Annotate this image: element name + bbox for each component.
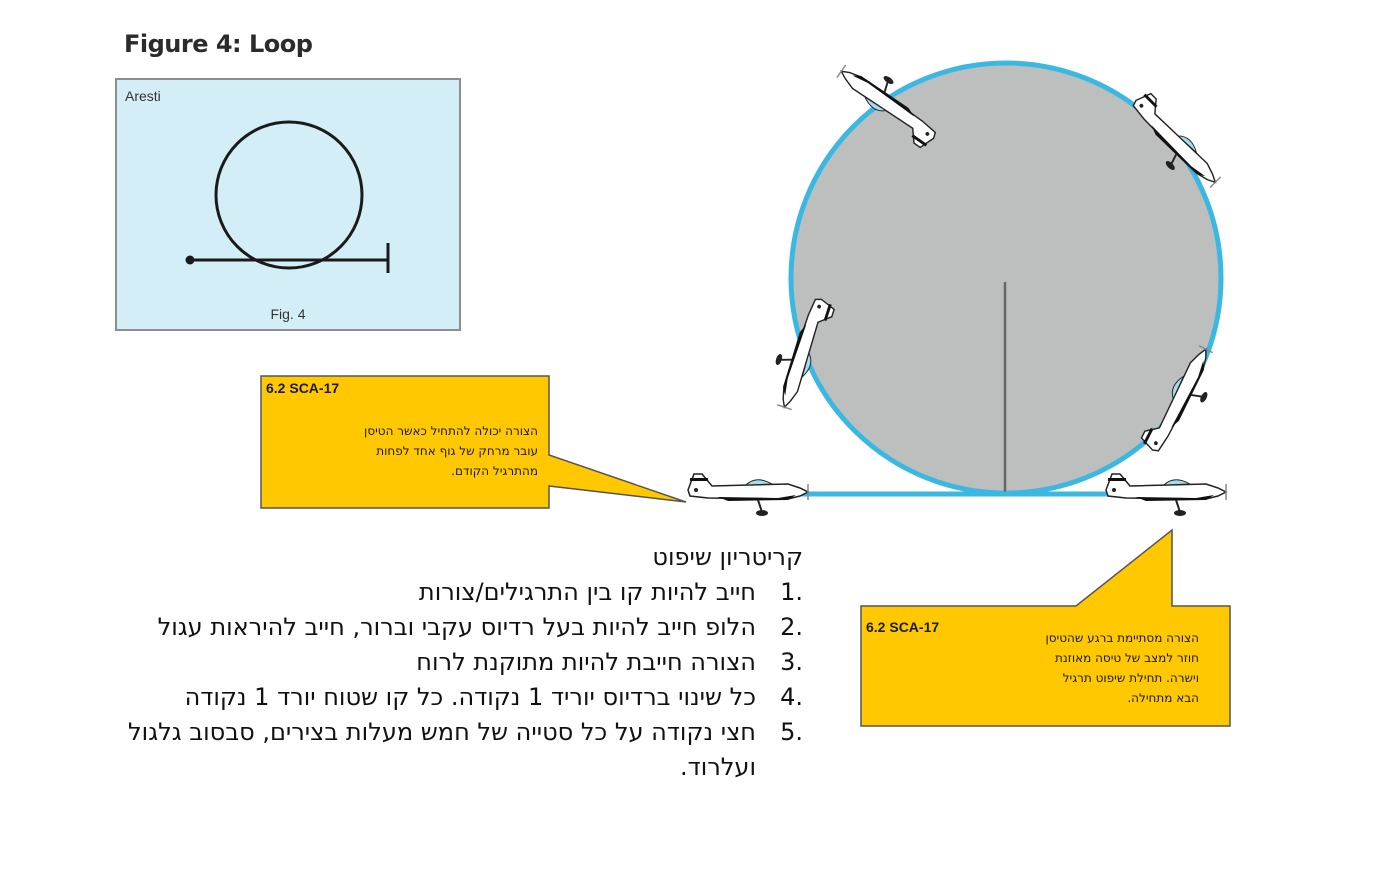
list-item-text: הלופ חייב להיות בעל רדיוס עקבי וברור, חי… [157,613,756,641]
list-item-text: חייב להיות קו בין התרגילים/צורות [418,578,756,606]
list-item-text: הצורה חייבת להיות מתוקנת לרוח [416,648,756,676]
list-item: 5. חצי נקודה על כל סטייה של חמש מעלות בצ… [120,715,803,785]
criteria-heading: קריטריון שיפוט [652,543,803,571]
callout-end-heading: 6.2 SCA-17 [866,619,940,635]
aresti-loop-circle [214,120,364,270]
list-item-number: 2. [780,613,803,641]
callout-end-line: הצורה מסתיימת ברגע שהטיסן [1045,631,1199,645]
list-item-number: 4. [780,683,803,711]
callout-start-line: עובר מרחק של גוף אחד לפחות [376,444,538,458]
list-item: 4. כל שינוי ברדיוס יוריד 1 נקודה. כל קו … [120,680,803,715]
aresti-diagram: Aresti Fig. 4 [115,78,461,331]
list-item-text: חצי נקודה על כל סטייה של חמש מעלות בצירי… [128,718,756,781]
aresti-start-dot [185,255,195,265]
callout-end-line: הבא מתחילה. [1127,691,1199,705]
list-item-number: 1. [780,578,803,606]
callout-end-text: הצורה מסתיימת ברגע שהטיסן חוזר למצב של ט… [975,628,1199,708]
list-item-number: 5. [780,718,803,746]
callout-end-line: חוזר למצב של טיסה מאוזנת [1054,651,1199,665]
list-item: 2. הלופ חייב להיות בעל רדיוס עקבי וברור,… [120,610,803,645]
judging-criteria: קריטריון שיפוט 1. חייב להיות קו בין התרג… [120,540,803,785]
list-item-text: כל שינוי ברדיוס יוריד 1 נקודה. כל קו שטו… [184,683,756,711]
callout-end-box [860,528,1231,727]
callout-start-line: מהתרגיל הקודם. [451,464,538,478]
airplane-icon [1105,473,1227,517]
aresti-caption: Fig. 4 [270,306,306,322]
callout-start-heading: 6.2 SCA-17 [266,380,340,396]
callout-start-text: הצורה יכולה להתחיל כאשר הטיסן עובר מרחק … [268,421,538,481]
figure-title: Figure 4: Loop [124,30,313,58]
list-item-number: 3. [780,648,803,676]
aresti-loop-symbol [185,120,390,273]
airplane-icon [687,473,809,517]
list-item: 1. חייב להיות קו בין התרגילים/צורות [120,575,803,610]
aresti-label: Aresti [125,88,161,104]
callout-start-box [260,375,687,509]
criteria-list: 1. חייב להיות קו בין התרגילים/צורות 2. ה… [120,575,803,785]
callout-start-line: הצורה יכולה להתחיל כאשר הטיסן [364,424,538,438]
callout-end-line: וישרה. תחילת שיפוט תרגיל [1062,671,1199,685]
list-item: 3. הצורה חייבת להיות מתוקנת לרוח [120,645,803,680]
